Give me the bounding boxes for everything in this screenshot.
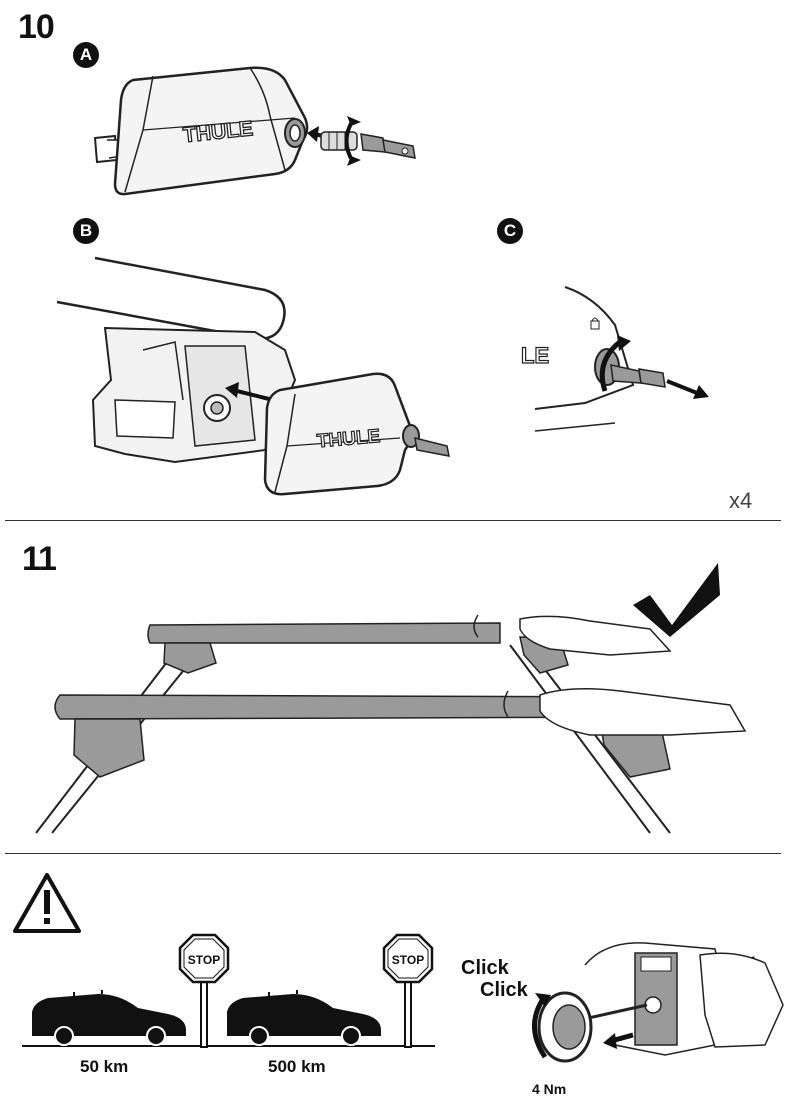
torque-label: 4 Nm: [532, 1081, 567, 1097]
brand-logo-a: THULE: [182, 117, 254, 147]
figure-torque-tighten: [532, 942, 784, 1063]
distance-label-2: 500 km: [268, 1057, 326, 1076]
distance-label-1: 50 km: [80, 1057, 129, 1076]
section-divider-1: [5, 520, 781, 521]
step-11-number: 11: [22, 540, 57, 578]
stop-sign-icon: STOP: [178, 933, 230, 1048]
stop-label-1: STOP: [188, 953, 220, 967]
road-line: [22, 1045, 435, 1047]
click-label-2: Click: [480, 979, 528, 1001]
lock-cylinder-icon: [320, 131, 358, 151]
badge-b: B: [73, 218, 99, 244]
car-silhouette-icon: [32, 990, 186, 1046]
click-label-1: Click: [461, 957, 509, 979]
badge-a: A: [73, 42, 99, 68]
stop-label-2: STOP: [392, 953, 424, 967]
car-silhouette-icon-2: [227, 990, 381, 1046]
figure-c-key-removal: LE: [520, 286, 709, 432]
figure-a-lock-insert: THULE: [93, 66, 416, 196]
figure-11-bars-check: [35, 563, 747, 834]
stop-sign-icon-2: STOP: [382, 933, 434, 1048]
brand-logo-b: THULE: [316, 426, 381, 452]
rotate-arrow-icon: [599, 335, 631, 392]
key-icon: [360, 133, 416, 159]
section-divider-2: [5, 853, 781, 854]
badge-c: C: [497, 218, 523, 244]
figure-b-cover-on-foot: THULE: [56, 256, 450, 496]
check-mark-icon: [633, 563, 720, 637]
warning-triangle-icon: [13, 873, 81, 933]
brand-logo-c: LE: [521, 343, 549, 368]
quantity-multiplier: x4: [729, 488, 753, 513]
step-10-number: 10: [18, 8, 55, 46]
